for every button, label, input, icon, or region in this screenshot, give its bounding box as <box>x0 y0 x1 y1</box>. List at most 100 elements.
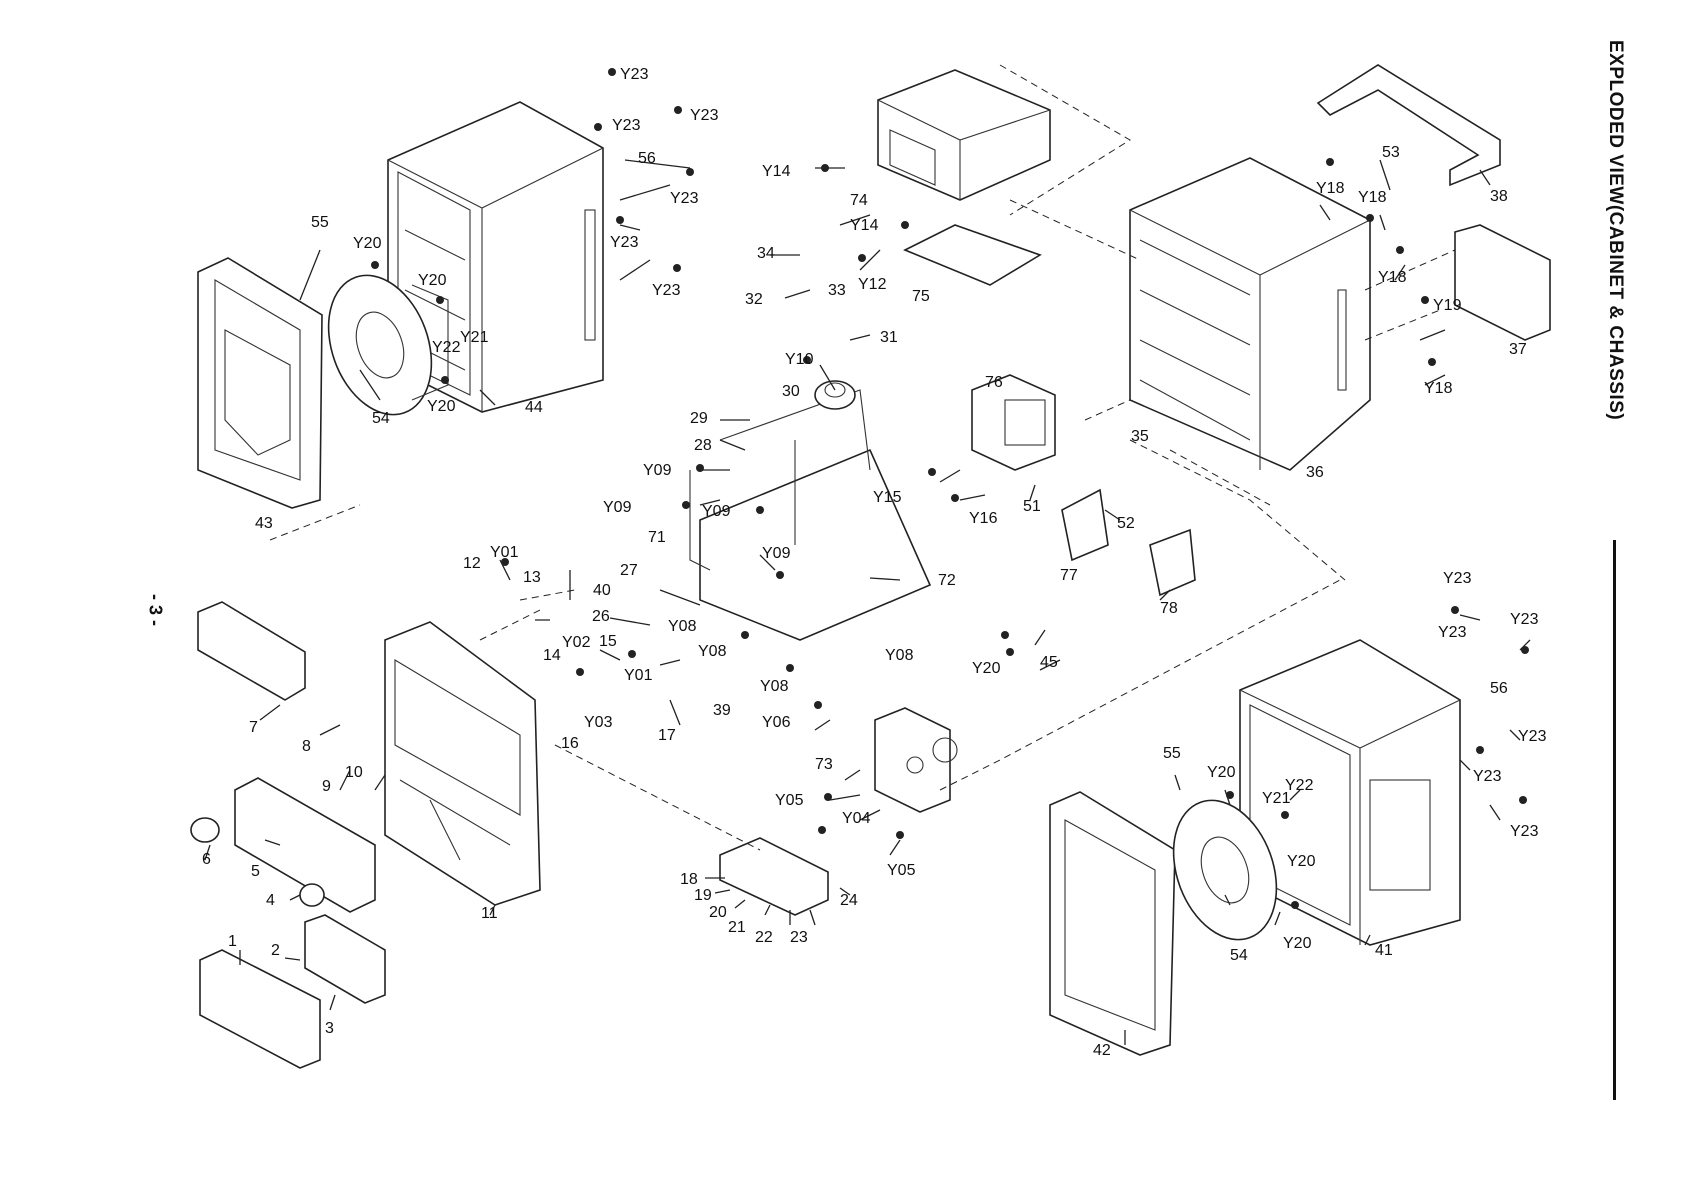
label-29: 29 <box>690 410 708 427</box>
label-y09: Y09 <box>762 545 791 562</box>
label-19: 19 <box>694 887 712 904</box>
label-y20: Y20 <box>418 272 447 289</box>
label-y03: Y03 <box>584 714 613 731</box>
label-6: 6 <box>202 851 211 868</box>
label-y23: Y23 <box>620 66 649 83</box>
label-y23: Y23 <box>1510 611 1539 628</box>
label-53: 53 <box>1382 144 1400 161</box>
label-45: 45 <box>1040 654 1058 671</box>
main-chassis <box>689 389 932 641</box>
label-y02: Y02 <box>562 634 591 651</box>
label-y23: Y23 <box>1473 768 1502 785</box>
label-y19: Y19 <box>1433 297 1462 314</box>
label-33: 33 <box>828 282 846 299</box>
label-28: 28 <box>694 437 712 454</box>
label-37: 37 <box>1509 341 1527 358</box>
title-rule <box>1613 540 1616 1100</box>
label-y20: Y20 <box>353 235 382 252</box>
cassette-door-1 <box>199 949 321 1069</box>
pcb-2 <box>304 914 386 1004</box>
label-y23: Y23 <box>652 282 681 299</box>
label-y05: Y05 <box>775 792 804 809</box>
label-y20: Y20 <box>1207 764 1236 781</box>
label-y01: Y01 <box>624 667 653 684</box>
label-y18: Y18 <box>1378 269 1407 286</box>
label-y16: Y16 <box>969 510 998 527</box>
label-36: 36 <box>1306 464 1324 481</box>
label-23: 23 <box>790 929 808 946</box>
label-y20: Y20 <box>1287 853 1316 870</box>
label-1: 1 <box>228 933 237 950</box>
label-14: 14 <box>543 647 561 664</box>
label-75: 75 <box>912 288 930 305</box>
label-y23: Y23 <box>1510 823 1539 840</box>
left-front-grille <box>197 257 323 509</box>
page-title-text: EXPLODED VIEW(CABINET & CHASSIS) <box>1605 40 1626 421</box>
label-27: 27 <box>620 562 638 579</box>
page-title: EXPLODED VIEW(CABINET & CHASSIS) <box>1595 40 1635 1100</box>
label-54: 54 <box>1230 947 1248 964</box>
button-strip <box>719 837 829 916</box>
label-y09: Y09 <box>603 499 632 516</box>
label-y04: Y04 <box>842 810 871 827</box>
label-71: 71 <box>648 529 666 546</box>
label-24: 24 <box>840 892 858 909</box>
label-y08: Y08 <box>760 678 789 695</box>
label-26: 26 <box>592 608 610 625</box>
label-y23: Y23 <box>610 234 639 251</box>
label-y12: Y12 <box>858 276 887 293</box>
label-31: 31 <box>880 329 898 346</box>
label-52: 52 <box>1117 515 1135 532</box>
label-y08: Y08 <box>698 643 727 660</box>
label-3: 3 <box>325 1020 334 1037</box>
label-7: 7 <box>249 719 258 736</box>
label-40: 40 <box>593 582 611 599</box>
label-11: 11 <box>481 905 498 922</box>
page-number: - 3 - <box>140 580 170 640</box>
leader-lines <box>204 159 1531 1045</box>
tuner-board <box>874 707 958 813</box>
label-16: 16 <box>561 735 579 752</box>
label-y22: Y22 <box>432 339 461 356</box>
label-56: 56 <box>638 150 656 167</box>
main-cabinet <box>1129 157 1371 471</box>
left-woofer <box>327 274 449 416</box>
label-y23: Y23 <box>1438 624 1467 641</box>
label-y18: Y18 <box>1316 180 1345 197</box>
label-4: 4 <box>266 892 275 909</box>
label-78: 78 <box>1160 600 1178 617</box>
label-12: 12 <box>463 555 481 572</box>
label-51: 51 <box>1023 498 1041 515</box>
label-39: 39 <box>713 702 731 719</box>
label-30: 30 <box>782 383 800 400</box>
label-y08: Y08 <box>885 647 914 664</box>
label-5: 5 <box>251 863 260 880</box>
front-panel <box>384 621 541 906</box>
label-56: 56 <box>1490 680 1508 697</box>
label-y18: Y18 <box>1358 189 1387 206</box>
knob-6 <box>190 817 220 843</box>
label-y06: Y06 <box>762 714 791 731</box>
label-15: 15 <box>599 633 617 650</box>
label-22: 22 <box>755 929 773 946</box>
label-y22: Y22 <box>1285 777 1314 794</box>
assembly-lines <box>269 64 1456 851</box>
right-woofer <box>1172 799 1278 941</box>
right-front-grille <box>1049 791 1176 1056</box>
display-window-7 <box>197 601 306 701</box>
label-10: 10 <box>345 764 363 781</box>
label-y10: Y10 <box>785 351 814 368</box>
label-y14: Y14 <box>850 217 879 234</box>
label-8: 8 <box>302 738 311 755</box>
label-y01: Y01 <box>490 544 519 561</box>
label-55: 55 <box>1163 745 1181 762</box>
label-43: 43 <box>255 515 273 532</box>
label-18: 18 <box>680 871 698 888</box>
screws <box>371 68 1529 909</box>
label-y20: Y20 <box>1283 935 1312 952</box>
label-y18: Y18 <box>1424 380 1453 397</box>
label-y23: Y23 <box>1443 570 1472 587</box>
label-41: 41 <box>1375 942 1393 959</box>
cd-mechanism <box>877 69 1051 201</box>
